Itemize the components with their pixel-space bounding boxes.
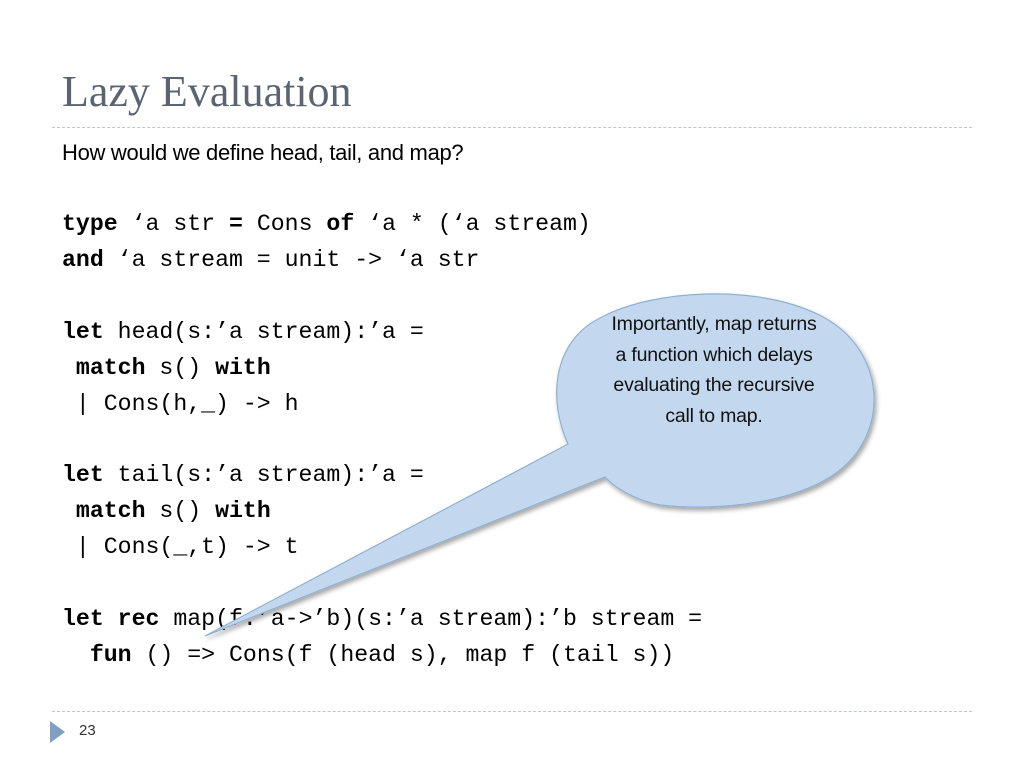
code-keyword: rec: [117, 606, 160, 632]
code-line: type ‘a str = Cons of ‘a * (‘a stream): [62, 211, 591, 237]
slide-subtitle: How would we define head, tail, and map?: [62, 140, 464, 165]
code-line: match s() with: [62, 355, 271, 381]
title-divider: [52, 127, 972, 128]
code-keyword: let: [62, 319, 104, 345]
footer-divider: [52, 711, 972, 712]
code-line: and ‘a stream = unit -> ‘a str: [62, 247, 480, 273]
code-text: s(): [145, 355, 216, 381]
code-text: s(): [145, 498, 216, 524]
code-text: ‘a * (‘a stream): [354, 211, 591, 237]
code-keyword: match: [75, 498, 146, 524]
code-keyword: match: [75, 355, 146, 381]
code-line: fun () => Cons(f (head s), map f (tail s…: [62, 642, 675, 668]
code-keyword: let: [62, 606, 104, 632]
footer-arrow-icon: [50, 721, 65, 743]
code-line: match s() with: [62, 498, 271, 524]
code-line: | Cons(_,t) -> t: [62, 534, 299, 560]
code-keyword: with: [215, 498, 271, 524]
code-keyword: =: [229, 211, 243, 237]
callout-text: Importantly, map returns a function whic…: [611, 313, 817, 427]
code-text: head(s:’a stream):’a =: [103, 319, 424, 345]
callout-shape: [204, 293, 875, 637]
code-text: tail(s:’a stream):’a =: [103, 462, 424, 488]
code-keyword: with: [215, 355, 271, 381]
code-text: Cons: [242, 211, 327, 237]
code-text: () => Cons(f (head s), map f (tail s)): [131, 642, 675, 668]
code-line: let head(s:’a stream):’a =: [62, 319, 424, 345]
code-keyword: and: [62, 247, 104, 273]
page-number: 23: [79, 722, 96, 739]
code-keyword: type: [62, 211, 118, 237]
code-text: map(f:’a->’b)(s:’a stream):’b stream =: [159, 606, 703, 632]
code-text: ‘a stream = unit -> ‘a str: [103, 247, 480, 273]
code-line: | Cons(h,_) -> h: [62, 391, 299, 417]
code-keyword: let: [62, 462, 104, 488]
code-text: ‘a str: [117, 211, 229, 237]
code-keyword: fun: [89, 642, 132, 668]
code-text: | Cons(_,t) -> t: [62, 534, 299, 560]
code-keyword: of: [326, 211, 355, 237]
code-line: let rec map(f:’a->’b)(s:’a stream):’b st…: [62, 606, 703, 632]
code-line: let tail(s:’a stream):’a =: [62, 462, 424, 488]
code-text: | Cons(h,_) -> h: [62, 391, 299, 417]
slide-title: Lazy Evaluation: [62, 67, 352, 116]
